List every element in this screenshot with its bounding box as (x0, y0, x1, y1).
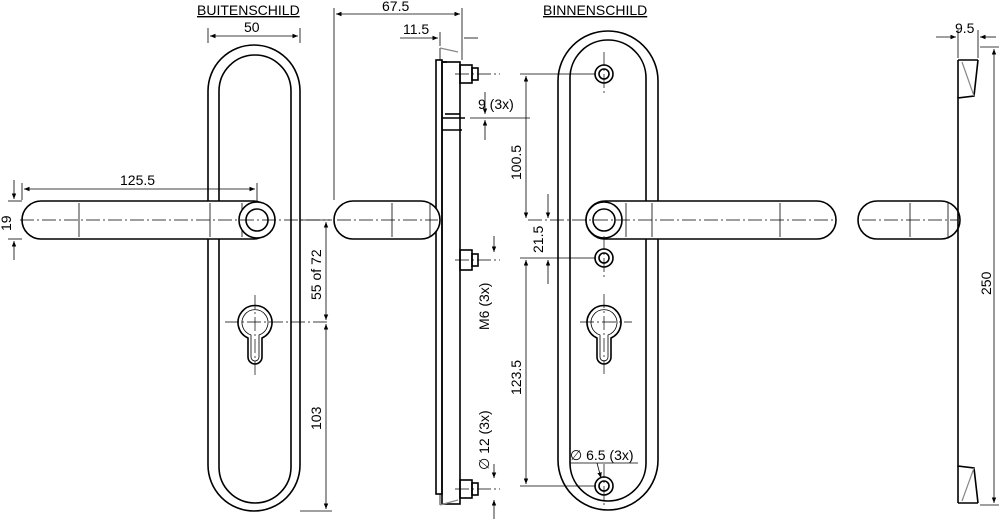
dim-lever-19: 19 (0, 215, 14, 231)
inner-plate-inner-outline (569, 39, 647, 502)
dim-depth-67-5: 67.5 (382, 0, 409, 14)
inner-plate-view: BINNENSCHILD 100.5 21 (508, 2, 837, 511)
outer-plate-body (207, 44, 301, 512)
right-profile-plate (957, 59, 979, 504)
dim-boss-12: ∅ 12 (3x) (476, 410, 492, 470)
side-view: 67.5 11.5 9 (3x) M6 (3x) ∅ 12 (3x) (333, 0, 530, 519)
dim-lever-125-5: 125.5 (120, 172, 155, 188)
outer-plate-title: BUITENSCHILD (197, 2, 300, 18)
outer-plate-view: BUITENSCHILD 50 125.5 19 (0, 2, 332, 512)
dim-hole-123-5: 123.5 (508, 360, 524, 395)
dim-hole-100-5: 100.5 (508, 145, 524, 180)
dim-width-50: 50 (244, 19, 260, 35)
dim-hole-21-5: 21.5 (530, 226, 546, 253)
side-plate-outer (435, 59, 443, 495)
inner-plate-body (557, 30, 659, 511)
side-plate-inner (441, 61, 461, 505)
dim-spacing-55-72: 55 of 72 (308, 249, 324, 300)
dim-hole-6-5: ∅ 6.5 (3x) (570, 447, 634, 463)
dim-screw-9: 9 (3x) (478, 96, 514, 112)
dim-thread-m6: M6 (3x) (476, 283, 492, 330)
inner-keyhole (586, 304, 622, 365)
outer-keyhole (237, 304, 273, 365)
dim-depth-9-5: 9.5 (955, 20, 975, 36)
dim-height-250: 250 (978, 271, 994, 295)
inner-plate-title: BINNENSCHILD (543, 2, 647, 18)
right-profile-view: 9.5 250 (857, 20, 999, 506)
dim-bottom-103: 103 (308, 406, 324, 430)
dim-depth-11-5: 11.5 (403, 21, 429, 37)
outer-plate-inner-outline (218, 54, 292, 504)
